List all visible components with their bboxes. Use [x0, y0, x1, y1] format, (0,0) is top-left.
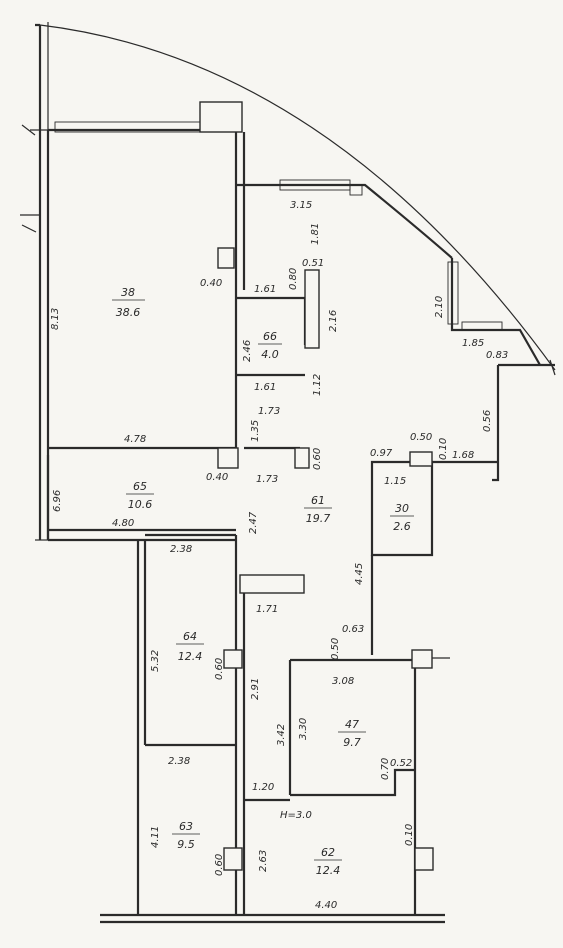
room-64-number: 64 [183, 630, 197, 643]
dim-label: 0.40 [200, 278, 222, 289]
room-38-number: 38 [121, 286, 135, 299]
dim-label: 1.68 [452, 450, 474, 461]
room-38-area: 38.6 [116, 306, 141, 319]
room-63-number: 63 [179, 820, 193, 833]
dim-label: 0.63 [342, 624, 364, 635]
dim-label: 1.61 [254, 382, 276, 393]
dim-label: 5.32 [150, 650, 161, 672]
room-30: 30 2.6 [390, 502, 414, 533]
room-66: 66 4.0 [258, 330, 282, 361]
dim-label: 1.20 [252, 782, 274, 793]
dim-label: 1.73 [258, 406, 280, 417]
dim-label: 1.71 [256, 604, 278, 615]
dim-label: 2.10 [434, 296, 445, 318]
room-64: 64 12.4 [176, 630, 204, 663]
room-61: 61 19.7 [304, 494, 332, 525]
room-62-number: 62 [321, 846, 335, 859]
dim-label: 2.47 [248, 511, 259, 534]
dim-label: 2.38 [168, 756, 190, 767]
room-labels: 38 38.6 66 4.0 65 10.6 61 19.7 30 2.6 64… [112, 286, 414, 877]
dim-label: 8.13 [50, 308, 61, 330]
dim-label: 4.40 [315, 900, 337, 911]
dim-label: 1.61 [254, 284, 276, 295]
dim-label: 0.10 [404, 824, 415, 846]
room-63-area: 9.5 [177, 838, 195, 851]
dim-label: 0.40 [206, 472, 228, 483]
dim-label: 0.10 [438, 438, 449, 460]
dim-label: 4.78 [124, 434, 146, 445]
dim-label: 6.96 [52, 490, 63, 512]
room-64-area: 12.4 [178, 650, 203, 663]
room-47-number: 47 [345, 718, 359, 731]
room-30-number: 30 [395, 502, 409, 515]
room-62: 62 12.4 [314, 846, 342, 877]
dim-label: 0.52 [390, 758, 412, 769]
dim-label: 2.46 [242, 340, 253, 362]
dim-label: 0.60 [214, 854, 225, 876]
room-63: 63 9.5 [172, 820, 200, 851]
dim-label: 1.35 [250, 420, 261, 442]
dim-label: 3.08 [332, 676, 354, 687]
dim-label: 2.38 [170, 544, 192, 555]
dimension-labels: 8.13 3.15 1.81 0.51 1.61 0.80 2.16 0.40 … [50, 200, 508, 911]
dim-label: 0.51 [302, 258, 324, 269]
height-label: H=3.0 [280, 810, 312, 821]
room-47: 47 9.7 [338, 718, 366, 749]
room-65: 65 10.6 [126, 480, 154, 511]
room-61-area: 19.7 [306, 512, 331, 525]
room-47-area: 9.7 [343, 736, 361, 749]
dim-label: 0.70 [380, 758, 391, 780]
walls [20, 22, 556, 924]
room-62-area: 12.4 [316, 864, 341, 877]
dim-label: 1.15 [384, 476, 406, 487]
room-66-area: 4.0 [261, 348, 279, 361]
room-65-area: 10.6 [128, 498, 153, 511]
dim-label: 2.91 [250, 678, 261, 700]
dim-label: 1.81 [310, 223, 321, 245]
dim-label: 3.30 [298, 718, 309, 740]
dim-label: 0.83 [486, 350, 508, 361]
dim-label: 4.80 [112, 518, 134, 529]
dim-label: 0.60 [214, 658, 225, 680]
dim-label: 4.11 [150, 826, 161, 848]
dim-label: 0.50 [330, 638, 341, 660]
room-65-number: 65 [133, 480, 147, 493]
dim-label: 3.15 [290, 200, 312, 211]
room-66-number: 66 [263, 330, 277, 343]
dim-label: 0.56 [482, 410, 493, 432]
room-61-number: 61 [311, 494, 325, 507]
dim-label: 2.63 [258, 850, 269, 872]
dim-label: 1.12 [312, 374, 323, 396]
dim-label: 3.42 [276, 724, 287, 746]
dim-label: 1.85 [462, 338, 484, 349]
room-30-area: 2.6 [393, 520, 411, 533]
room-38: 38 38.6 [112, 286, 145, 319]
dim-label: 0.50 [410, 432, 432, 443]
dim-label: 0.97 [370, 448, 393, 459]
dim-label: 4.45 [354, 563, 365, 585]
dim-label: 0.80 [288, 268, 299, 290]
dim-label: 2.16 [328, 310, 339, 332]
dim-label: 0.60 [312, 448, 323, 470]
dim-label: 1.73 [256, 474, 278, 485]
